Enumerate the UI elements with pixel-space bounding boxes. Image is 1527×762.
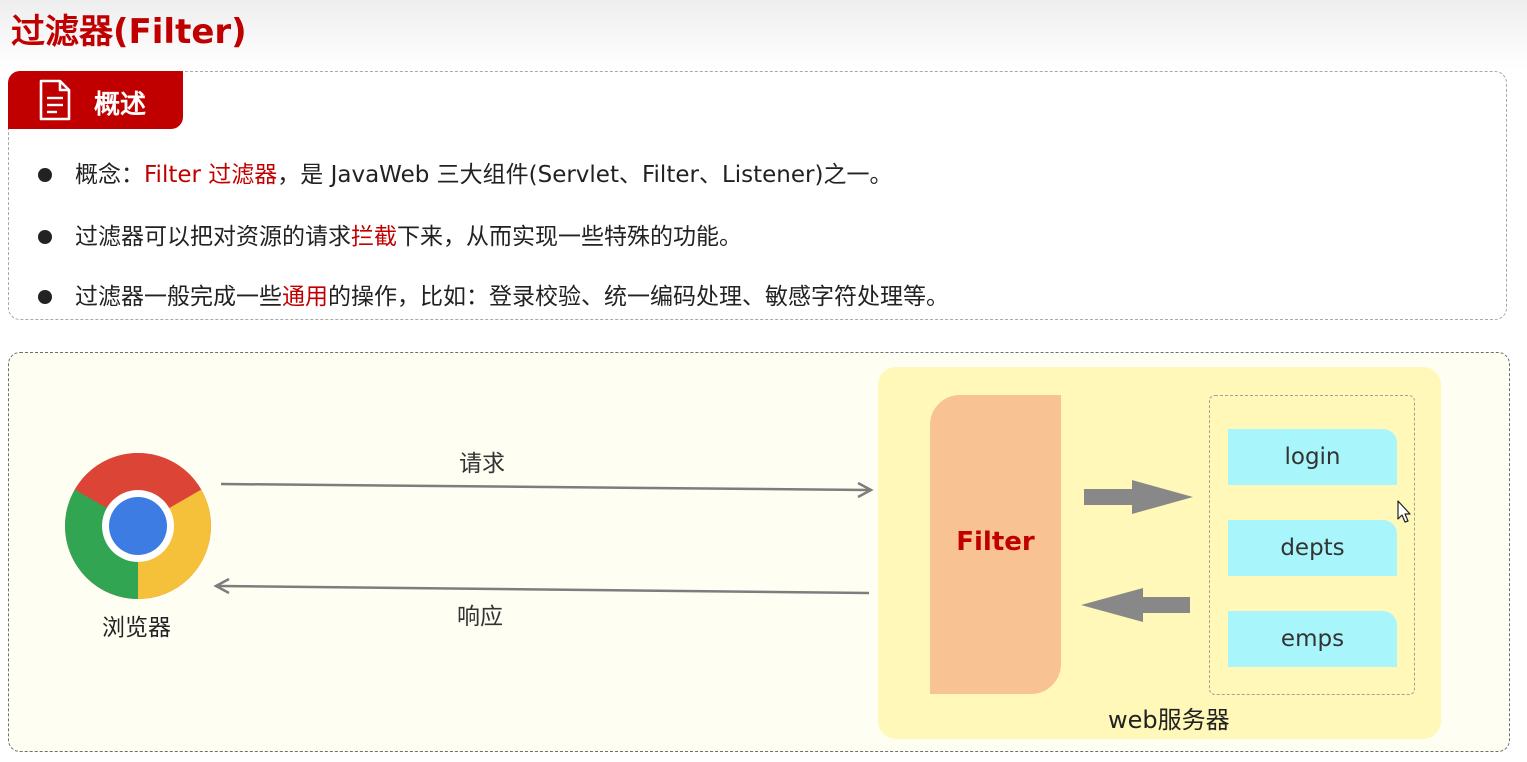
web-server-label: web服务器 xyxy=(1108,706,1230,734)
bullet-text-part: 过滤器一般完成一些 xyxy=(75,284,282,310)
request-arrow xyxy=(220,481,874,499)
bullet-highlight: 拦截 xyxy=(351,224,397,250)
browser-label: 浏览器 xyxy=(102,615,171,641)
bullet-highlight: 通用 xyxy=(282,284,328,310)
bullet-text: 过滤器可以把对资源的请求拦截下来，从而实现一些特殊的功能。 xyxy=(75,221,742,253)
bullet-dot-icon xyxy=(38,290,52,304)
page-title: 过滤器(Filter) xyxy=(11,12,247,52)
resource-login: login xyxy=(1228,429,1397,485)
filter-label: Filter xyxy=(956,527,1035,557)
bullet-text-part: 过滤器可以把对资源的请求 xyxy=(75,224,351,250)
bullet-text-part: 概念： xyxy=(75,162,144,188)
forward-arrow xyxy=(1084,480,1193,514)
bullet-highlight: Filter 过滤器 xyxy=(144,162,278,188)
overview-tag: 概述 xyxy=(8,71,183,129)
bullet-text: 概念：Filter 过滤器，是 JavaWeb 三大组件(Servlet、Fil… xyxy=(75,159,892,191)
bullet-text-part: 的操作，比如：登录校验、统一编码处理、敏感字符处理等。 xyxy=(328,284,949,310)
resources-group xyxy=(1209,395,1415,695)
resource-depts: depts xyxy=(1228,520,1397,576)
chrome-icon xyxy=(65,453,211,599)
bullet-text: 过滤器一般完成一些通用的操作，比如：登录校验、统一编码处理、敏感字符处理等。 xyxy=(75,281,949,313)
backward-arrow xyxy=(1081,588,1190,622)
request-label: 请求 xyxy=(459,451,505,477)
bullet-text-part: 下来，从而实现一些特殊的功能。 xyxy=(397,224,742,250)
overview-panel xyxy=(8,71,1507,320)
bullet-dot-icon xyxy=(38,230,52,244)
response-label: 响应 xyxy=(457,604,503,630)
filter-block xyxy=(930,395,1061,694)
response-arrow xyxy=(213,577,870,595)
cursor-icon xyxy=(1397,500,1411,523)
resource-emps: emps xyxy=(1228,611,1397,667)
bullet-dot-icon xyxy=(38,168,52,182)
bullet-text-part: ，是 JavaWeb 三大组件(Servlet、Filter、Listener)… xyxy=(277,162,893,188)
document-icon xyxy=(39,79,71,121)
overview-tag-label: 概述 xyxy=(94,90,147,120)
